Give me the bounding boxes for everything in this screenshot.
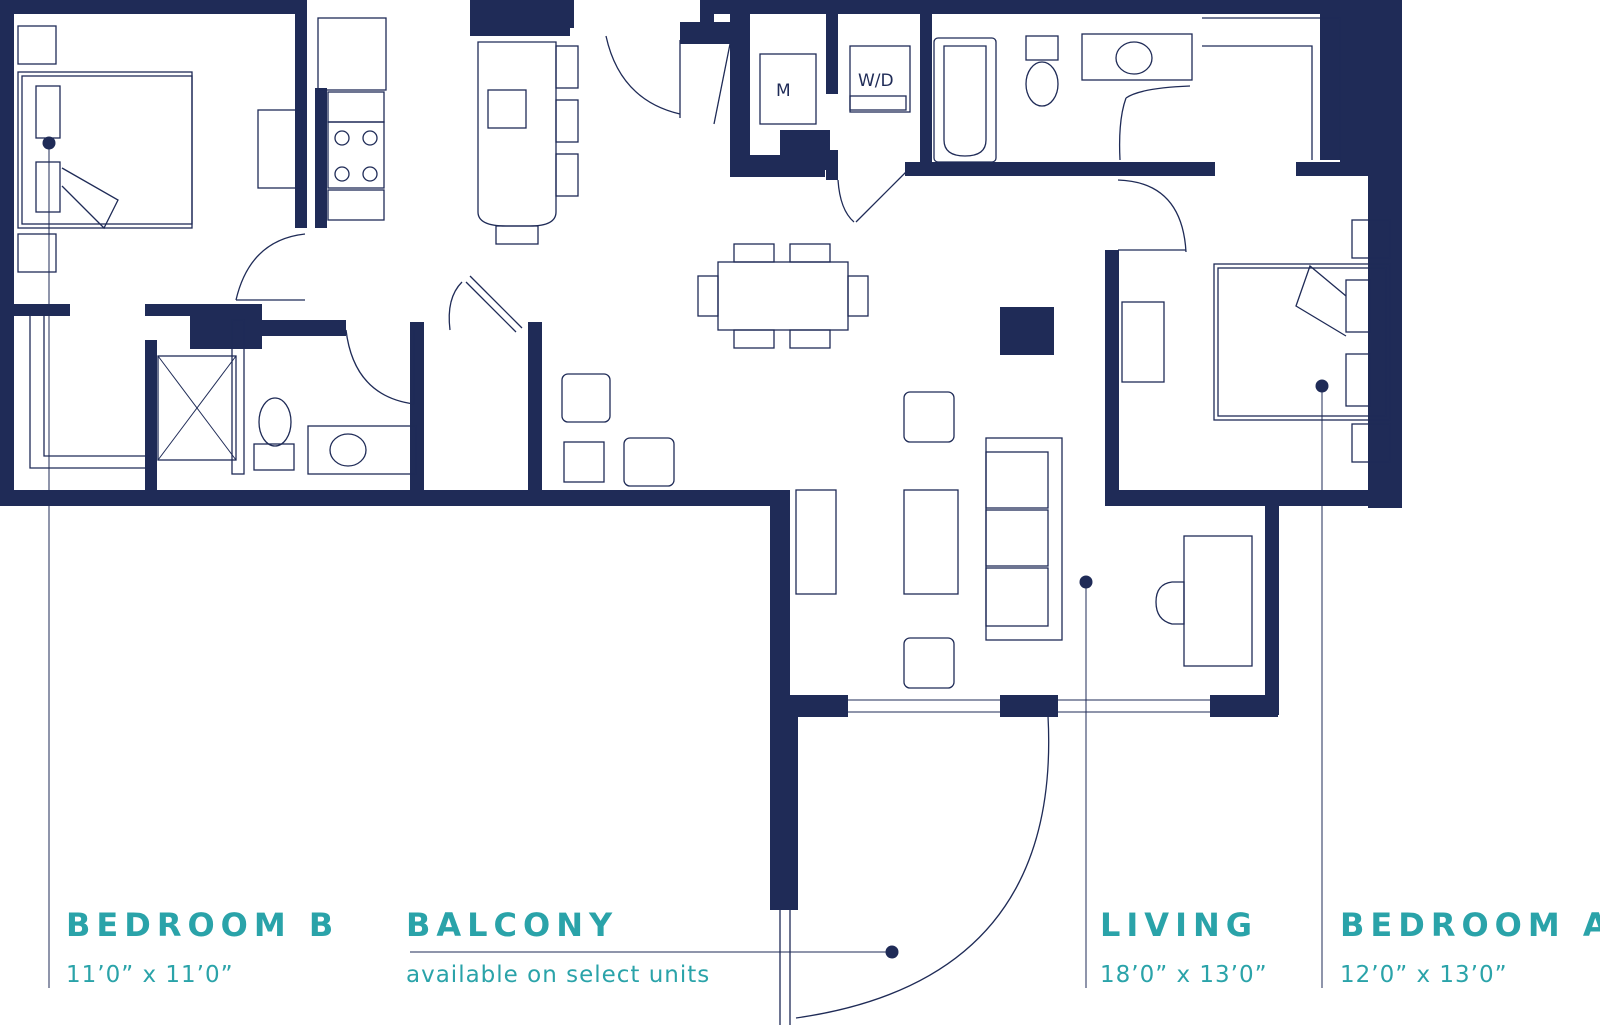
washer-dryer-label: W/D [858, 71, 894, 91]
dining-furniture [561, 243, 869, 487]
door-swings [235, 35, 1191, 1025]
room-note-balcony: available on select units [406, 962, 711, 988]
walls [0, 0, 1402, 910]
balcony-marker [885, 945, 899, 959]
bedroom-a-furniture [1121, 17, 1391, 463]
room-name-balcony: BALCONY [406, 906, 619, 944]
utility-fixtures: M W/D [759, 33, 1193, 165]
bedroom-a-marker [1315, 379, 1329, 393]
room-name-bedroom-a: BEDROOM A [1340, 906, 1600, 944]
bedroom-b-furniture [17, 25, 303, 469]
room-name-bedroom-b: BEDROOM B [66, 906, 340, 944]
room-dimensions-living: 18’0” x 13’0” [1100, 962, 1268, 988]
living-marker [1079, 575, 1093, 589]
room-leaders [42, 136, 1329, 988]
bedroom-b-marker [42, 136, 56, 150]
room-dimensions-bedroom-b: 11’0” x 11’0” [66, 962, 234, 988]
mechanical-label: M [776, 81, 791, 101]
room-name-living: LIVING [1100, 906, 1259, 944]
room-dimensions-bedroom-a: 12’0” x 13’0” [1340, 962, 1508, 988]
kitchen-fixtures [317, 17, 579, 245]
bath-b-fixtures [157, 319, 417, 475]
living-furniture [795, 391, 1253, 713]
